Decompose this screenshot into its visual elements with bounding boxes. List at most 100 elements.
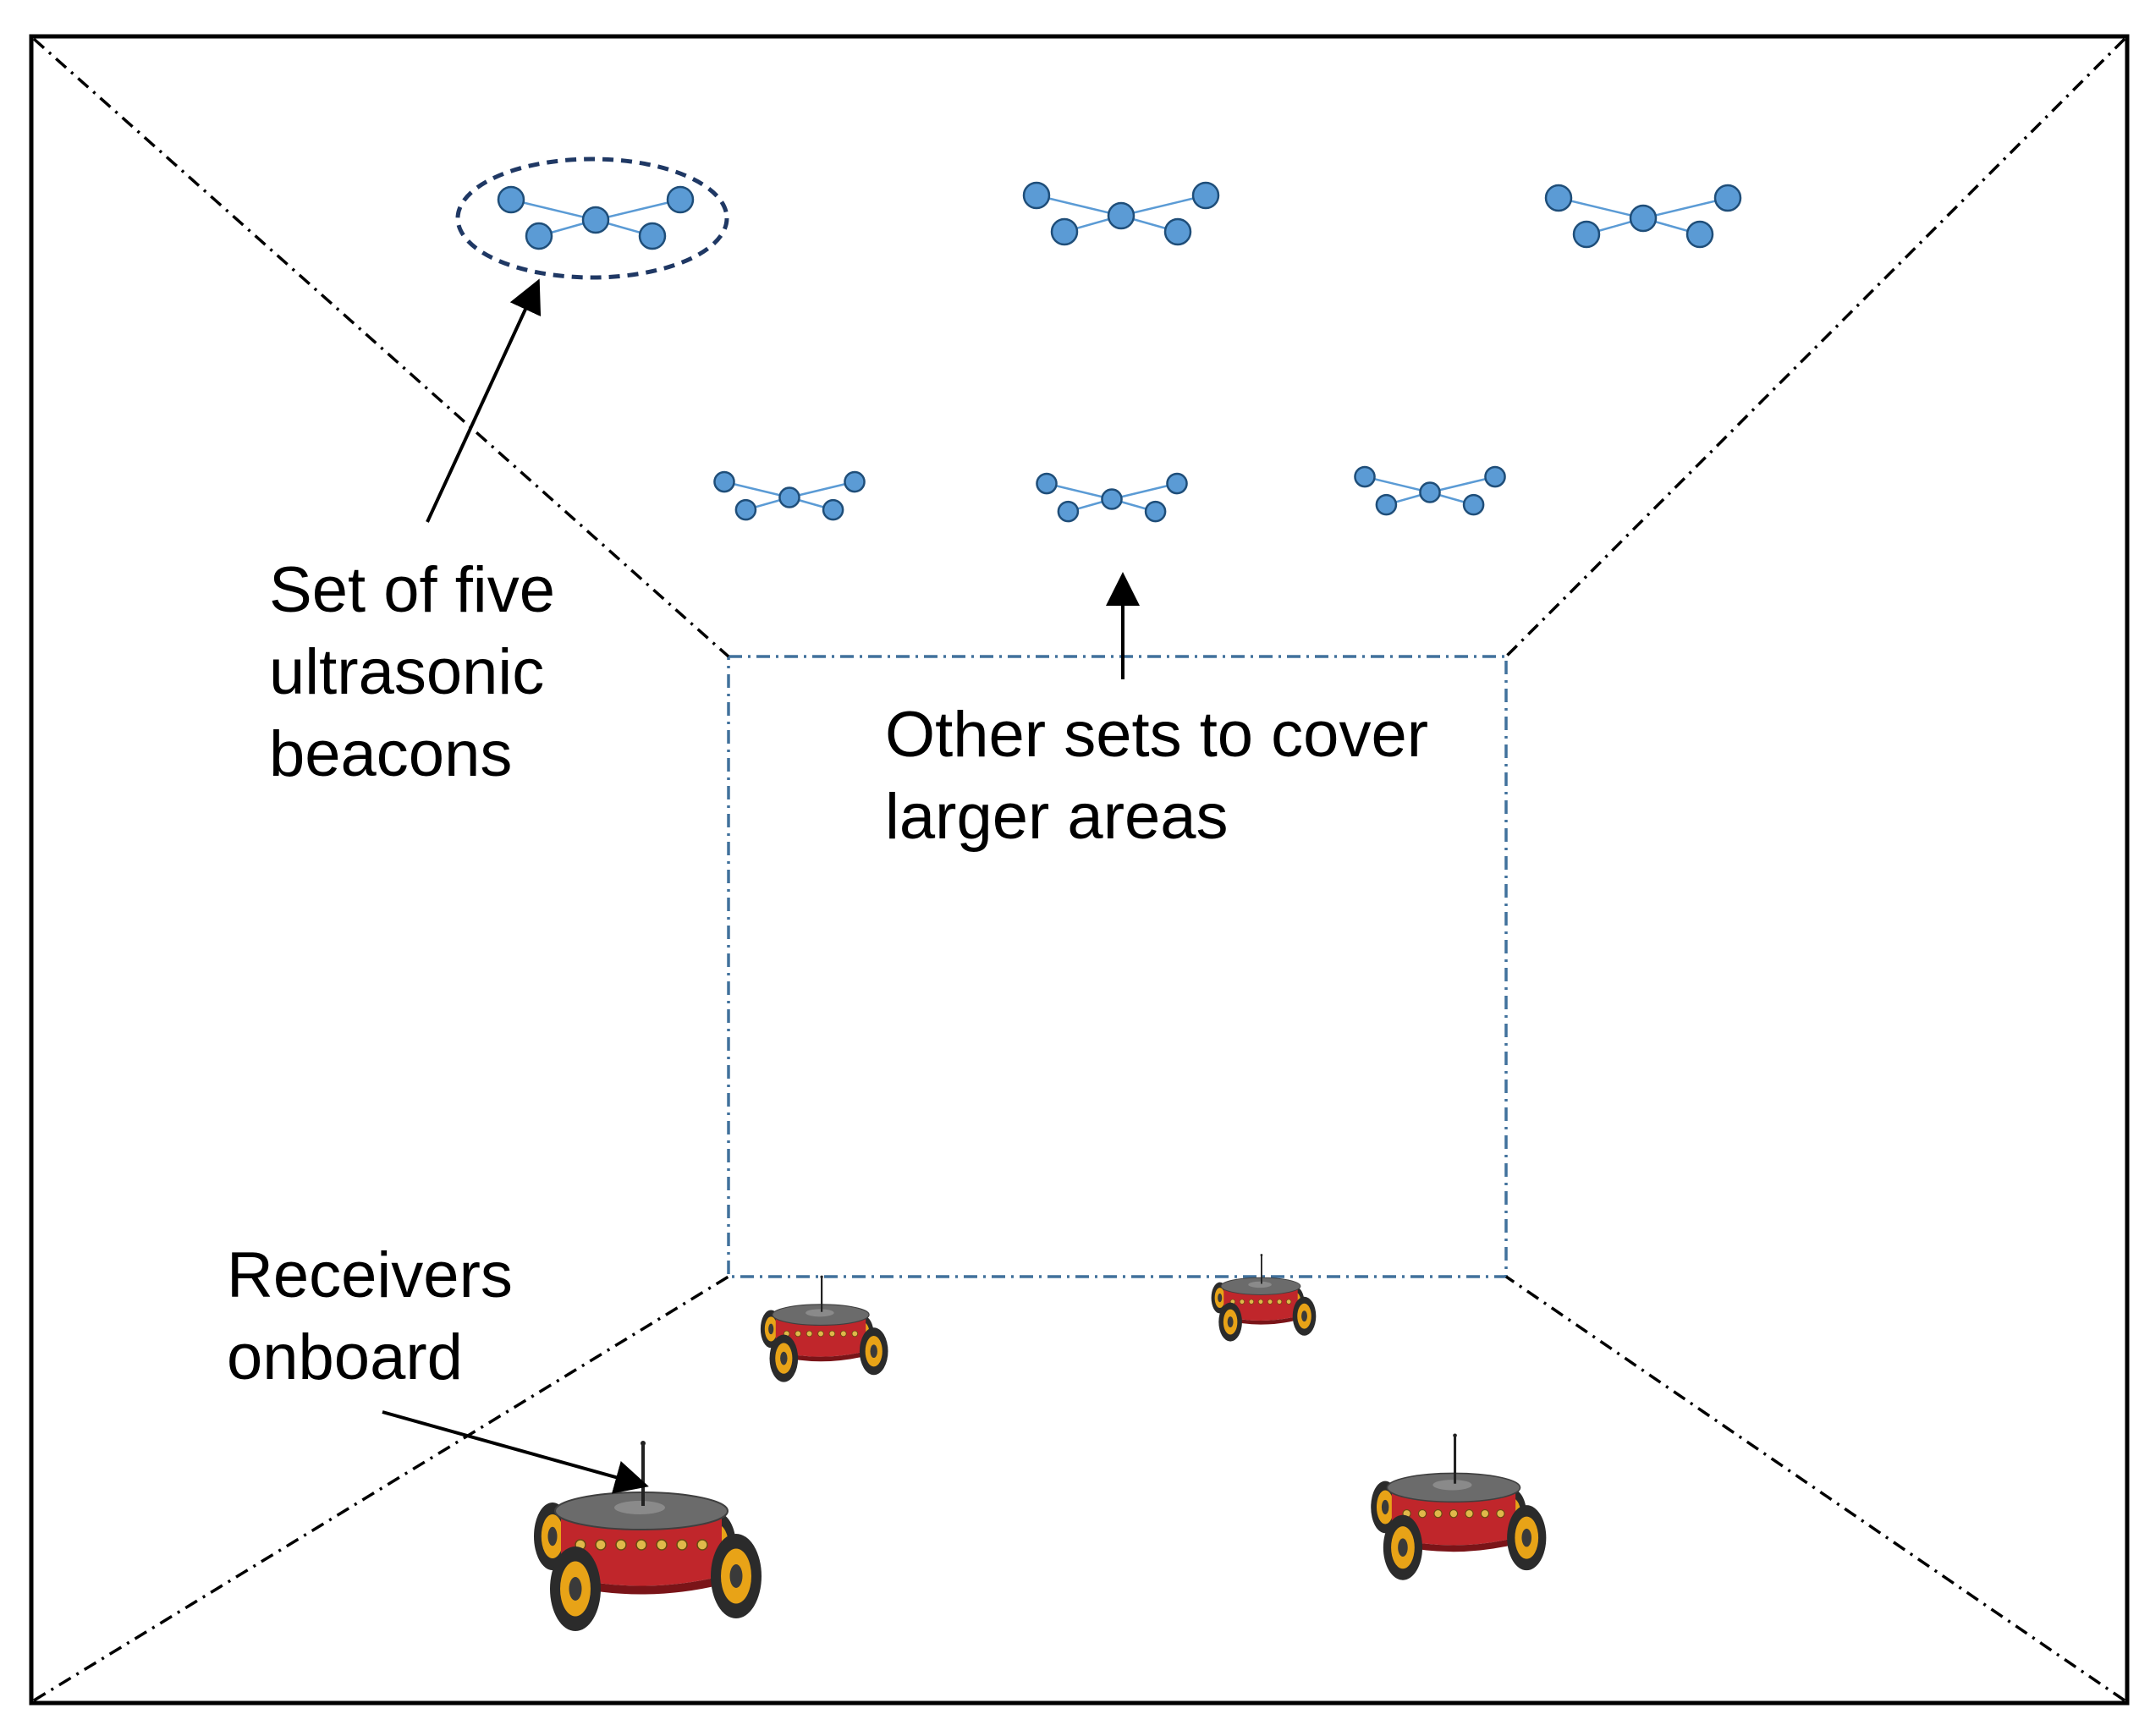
room-outer-frame [29, 34, 2130, 1706]
beacon-set [1022, 181, 1220, 246]
beacon-set [1544, 184, 1742, 249]
label-beacon-set: Set of five ultrasonic beacons [269, 549, 555, 795]
robot-sonar [1433, 1508, 1443, 1519]
robot-wheel [711, 1534, 762, 1618]
edge-bottom-left [33, 1275, 729, 1702]
beacon [1713, 184, 1742, 212]
beacon [1057, 500, 1080, 523]
robot-sonar [795, 1330, 801, 1338]
wheel-axle [870, 1344, 877, 1359]
label-beacon-set-line-3: beacons [269, 718, 513, 790]
beacon-link [1111, 482, 1178, 501]
robot-body-base [1391, 1537, 1516, 1552]
beacon-link [510, 198, 597, 222]
robots [534, 1254, 1547, 1631]
wheel-axle [1301, 1310, 1307, 1322]
robot-antenna-tip [641, 1441, 646, 1446]
beacon [1685, 220, 1714, 249]
robot-sonar [1496, 1508, 1505, 1519]
beacon [1484, 465, 1506, 488]
beacon [1050, 217, 1079, 246]
robot-sonar [817, 1330, 824, 1338]
robot-receiver-mount [1432, 1480, 1472, 1491]
wheel-axle [1218, 1293, 1223, 1303]
robot-sonar [696, 1539, 708, 1551]
robot-receiver-mount [1248, 1281, 1272, 1288]
robot-antenna-tip [1453, 1433, 1457, 1438]
beacon-link [1046, 482, 1113, 501]
beacon [497, 185, 525, 214]
beacon [1544, 184, 1573, 212]
wheel-axle [780, 1351, 788, 1365]
beacon-set-highlight-ellipse [455, 157, 729, 280]
robot-wheel [769, 1334, 799, 1382]
beacon [822, 498, 844, 521]
beacon-link [1429, 475, 1496, 494]
beacon [1144, 500, 1167, 523]
robot-sonar [635, 1539, 647, 1551]
beacon [1101, 488, 1123, 510]
robot-antenna-tip [820, 1275, 823, 1278]
robot-wheel [1218, 1302, 1242, 1342]
beacon [1107, 201, 1135, 230]
beacon [581, 206, 610, 234]
arrow-to-receiver [382, 1410, 649, 1494]
robot-sonar [676, 1539, 688, 1551]
robot-sonar [656, 1539, 668, 1551]
beacon [734, 498, 757, 521]
label-receivers-line-1: Receivers [227, 1239, 513, 1311]
beacon-link [1642, 196, 1729, 220]
beacon [638, 222, 667, 250]
wheel-axle [569, 1577, 582, 1601]
robot-antenna-tip [1260, 1254, 1263, 1256]
label-receivers-line-2: onboard [227, 1321, 463, 1393]
beacon-link [1364, 475, 1431, 494]
arrow-to-beacon-set [426, 278, 542, 523]
robot-wheel [1292, 1296, 1317, 1336]
robot-sonar [1267, 1299, 1273, 1305]
beacon [1419, 481, 1441, 503]
robot-sonar [1449, 1508, 1459, 1519]
robot-sonar [1276, 1299, 1283, 1305]
beacon-link [1036, 194, 1122, 217]
robot-sonar [1239, 1299, 1245, 1305]
beacon [778, 486, 800, 508]
beacon [1022, 181, 1051, 210]
wheel-axle [1521, 1528, 1532, 1547]
robot-sonar [851, 1330, 859, 1338]
beacon [666, 185, 695, 214]
robot-sonar [1480, 1508, 1490, 1519]
label-other-sets-line-2: larger areas [885, 781, 1229, 853]
robot-receiver-mount [614, 1501, 665, 1514]
wheel-axle [1398, 1538, 1408, 1557]
label-receivers: Receivers onboard [227, 1234, 513, 1398]
robot-sonar [1465, 1508, 1474, 1519]
beacon [713, 470, 735, 493]
room-perspective-edges [32, 37, 2126, 1702]
beacon [1191, 181, 1220, 210]
label-other-sets-line-1: Other sets to cover [885, 699, 1429, 771]
robot-sonar [1286, 1299, 1292, 1305]
robot-sonar [828, 1330, 836, 1338]
beacon-link [723, 481, 790, 499]
edge-top-right [1504, 37, 2126, 658]
label-other-sets: Other sets to cover larger areas [885, 694, 1428, 858]
robot-sonar [840, 1330, 847, 1338]
beacon-set [713, 470, 866, 521]
robot-sonar [1257, 1299, 1264, 1305]
beacon [1462, 493, 1485, 516]
label-beacon-set-line-2: ultrasonic [269, 636, 545, 708]
beacon [1166, 472, 1188, 495]
robot-body-base [775, 1351, 866, 1362]
robot-body-base [561, 1576, 722, 1595]
label-beacon-set-line-1: Set of five [269, 554, 555, 626]
robot-sonar [806, 1330, 813, 1338]
beacon-set [1354, 465, 1506, 516]
robot-wheel [1507, 1505, 1547, 1571]
beacon [1354, 465, 1376, 488]
wheel-axle [1227, 1316, 1234, 1328]
beacon-set [1036, 472, 1188, 523]
robot-sonar [595, 1539, 607, 1551]
wheel-axle [547, 1526, 558, 1546]
